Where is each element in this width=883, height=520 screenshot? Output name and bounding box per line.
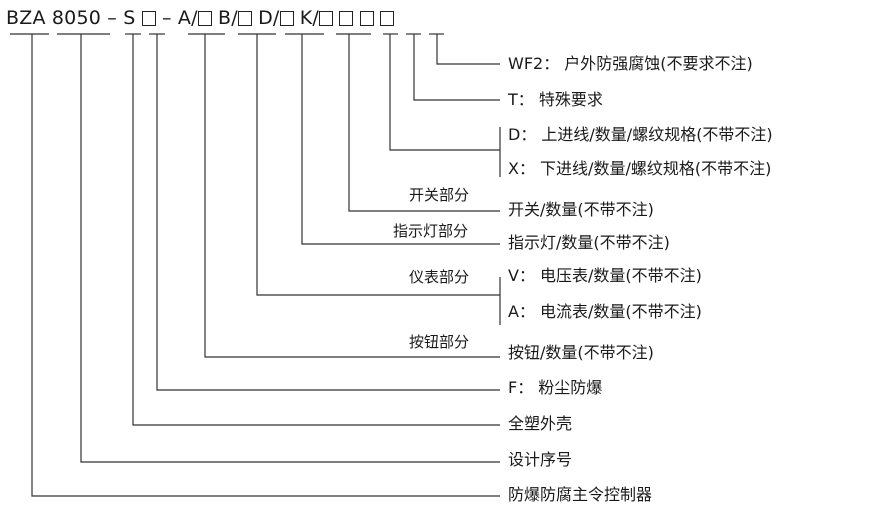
label-wf2: WF2： 户外防强腐蚀(不要求不注): [508, 54, 753, 73]
label-dust: F： 粉尘防爆: [508, 378, 603, 397]
code-dash: –: [155, 7, 178, 29]
label-plastic: 全塑外壳: [508, 414, 573, 433]
label-voltmeter: V： 电压表/数量(不带不注): [508, 266, 702, 285]
label-top-entry: D： 上进线/数量/螺纹规格(不带不注): [508, 125, 773, 144]
group-meter: 仪表部分: [409, 268, 470, 286]
label-bottom-entry: X： 下进线/数量/螺纹规格(不带不注): [508, 159, 772, 178]
code-prefix: BZA 8050 – S: [6, 7, 136, 29]
option-box: [141, 11, 156, 26]
label-serial: 设计序号: [508, 450, 573, 469]
group-lamp: 指示灯部分: [393, 222, 469, 240]
option-box: [237, 11, 252, 26]
code-d: D/: [258, 7, 280, 29]
code-a: A/: [177, 7, 198, 29]
option-box: [359, 11, 374, 26]
option-box: [379, 11, 394, 26]
option-box: [339, 11, 354, 26]
label-switch: 开关/数量(不带不注): [508, 200, 654, 219]
label-button: 按钮/数量(不带不注): [508, 343, 654, 362]
code-k: K/: [299, 7, 320, 29]
group-switch: 开关部分: [409, 186, 470, 204]
option-box: [197, 11, 212, 26]
code-b: B/: [217, 7, 238, 29]
model-code: BZA 8050 – S – A/ B/ D/ K/: [6, 7, 394, 29]
label-controller: 防爆防腐主令控制器: [508, 485, 653, 504]
group-button: 按钮部分: [409, 333, 470, 351]
label-lamp: 指示灯/数量(不带不注): [508, 233, 670, 252]
option-box: [279, 11, 294, 26]
label-special: T： 特殊要求: [508, 90, 603, 109]
label-ammeter: A： 电流表/数量(不带不注): [508, 302, 702, 321]
option-box: [319, 11, 334, 26]
